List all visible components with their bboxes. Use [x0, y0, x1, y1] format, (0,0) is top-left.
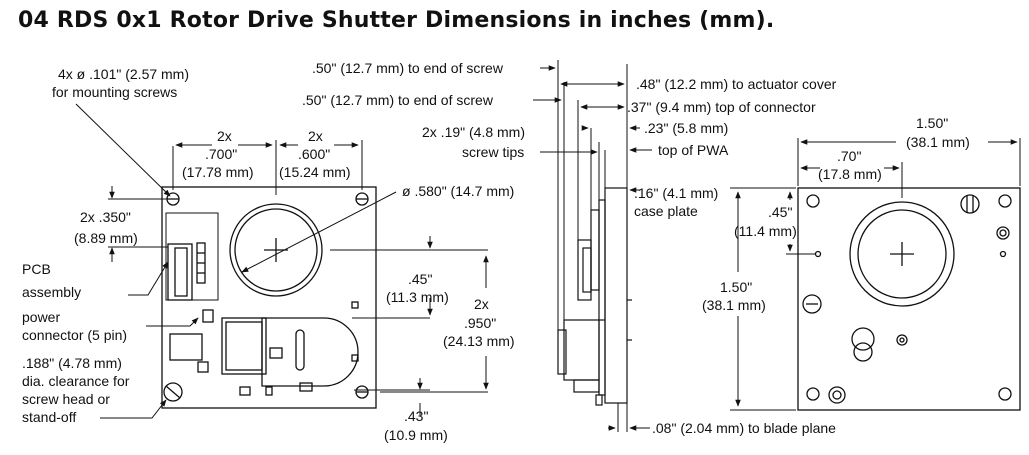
- power-label-1: power: [22, 309, 60, 325]
- aperture-icon: [849, 201, 955, 307]
- clearance-label-2: dia. clearance for: [22, 373, 130, 389]
- top-pwa-label-2: top of PWA: [658, 142, 729, 158]
- pcb-label-2: assembly: [22, 284, 81, 300]
- mounting-hole-icon: [163, 192, 369, 402]
- rear-view-dimensions: [730, 138, 1021, 411]
- dim-700-label-c: (17.78 mm): [182, 164, 254, 180]
- page-title: 04 RDS 0x1 Rotor Drive Shutter Dimension…: [18, 8, 775, 33]
- dim-43-label-b: (10.9 mm): [384, 427, 448, 443]
- width-150-label-a: 1.50": [916, 115, 948, 131]
- mounting-holes-label: 4x ø .101" (2.57 mm): [58, 66, 189, 82]
- dim-r45-label-b: (11.4 mm): [734, 223, 797, 239]
- aperture-icon: [229, 203, 323, 297]
- hub-icon: [851, 327, 875, 351]
- dim-950-label-b: .950": [464, 315, 496, 331]
- clearance-label-1: .188" (4.78 mm): [22, 355, 122, 371]
- chip-icon: [169, 333, 203, 361]
- height-150-label-a: 1.50": [720, 279, 752, 295]
- dimension-labels: 4x ø .101" (2.57 mm) for mounting screws…: [22, 60, 970, 443]
- actuator-icon: [221, 317, 359, 396]
- top-pwa-label-1: .23" (5.8 mm): [644, 120, 728, 136]
- dim-70-label-b: (17.8 mm): [818, 166, 882, 182]
- dim-45-label-b: (11.3 mm): [386, 289, 449, 305]
- blade-plane-label: .08" (2.04 mm) to blade plane: [652, 420, 836, 436]
- dim-600-label-c: (15.24 mm): [279, 164, 351, 180]
- dim-600-label-b: .600": [298, 146, 330, 162]
- dim-700-label-b: .700": [205, 146, 237, 162]
- dim-700-label-a: 2x: [217, 128, 232, 144]
- side-view: [557, 187, 632, 406]
- power-label-2: connector (5 pin): [22, 327, 127, 343]
- screw-end-label-2: .50" (12.7 mm) to end of screw: [302, 92, 494, 108]
- front-view-dimensions: [75, 103, 489, 419]
- dim-350-label-b: (8.89 mm): [74, 230, 138, 246]
- side-view-dimensions: [533, 60, 652, 432]
- height-150-label-b: (38.1 mm): [702, 297, 766, 313]
- front-view-pcb: [161, 186, 377, 409]
- dim-r45-label-a: .45": [768, 204, 792, 220]
- screw-tips-label-1: 2x .19" (4.8 mm): [422, 124, 525, 140]
- dim-600-label-a: 2x: [308, 128, 323, 144]
- top-connector-label: .37" (9.4 mm) top of connector: [627, 99, 816, 115]
- dim-950-label-c: (24.13 mm): [443, 333, 515, 349]
- dim-950-label-a: 2x: [474, 296, 489, 312]
- pcb-label-1: PCB: [22, 261, 51, 277]
- dim-43-label-a: .43": [404, 408, 428, 424]
- case-plate-label-1: .16" (4.1 mm): [634, 185, 718, 201]
- power-connector-icon: [167, 242, 206, 301]
- aperture-diameter-label: ø .580" (14.7 mm): [402, 183, 514, 199]
- front-plate-outline: [161, 186, 377, 409]
- width-150-label-b: (38.1 mm): [906, 134, 970, 150]
- dim-45-label-a: .45": [408, 271, 432, 287]
- mounting-holes-label-2: for mounting screws: [52, 84, 177, 100]
- clearance-label-3: screw head or: [22, 391, 110, 407]
- screw-icon: [802, 194, 1010, 404]
- case-plate-label-2: case plate: [634, 203, 698, 219]
- rear-view: [797, 187, 1021, 411]
- dim-70-label-a: .70": [837, 148, 861, 164]
- screw-end-label-1: .50" (12.7 mm) to end of screw: [312, 60, 504, 76]
- clearance-label-4: stand-off: [22, 409, 76, 425]
- dim-350-label-a: 2x .350": [80, 209, 131, 225]
- actuator-cover-label: .48" (12.2 mm) to actuator cover: [636, 76, 837, 92]
- screw-tips-label-2: screw tips: [462, 144, 524, 160]
